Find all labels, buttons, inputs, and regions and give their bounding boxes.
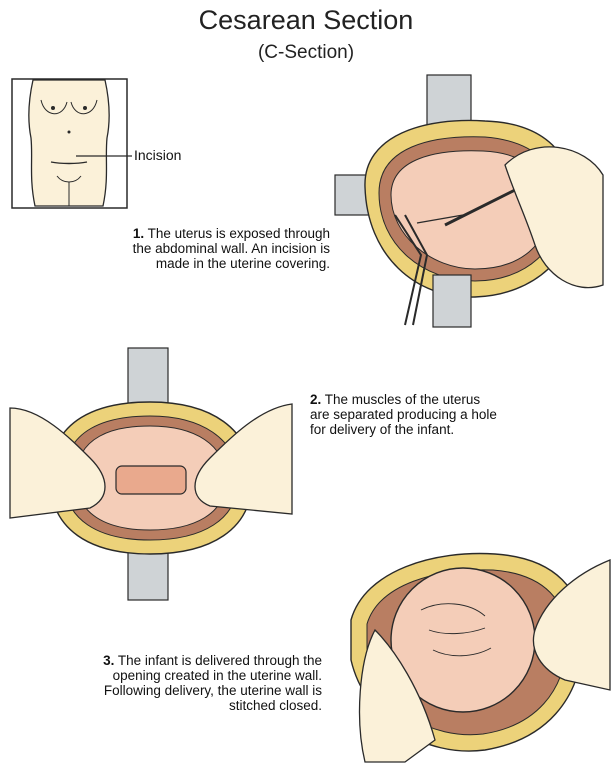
- incision-pointer-line: [76, 150, 136, 160]
- step-1-number: 1.: [133, 226, 144, 241]
- page-title: Cesarean Section: [0, 4, 612, 36]
- step3-illustration: [345, 540, 610, 762]
- step1-illustration: [335, 75, 607, 327]
- step-3-text: 3. The infant is delivered through the o…: [100, 653, 322, 713]
- page-subtitle: (C-Section): [0, 42, 612, 64]
- incision-label: Incision: [134, 147, 181, 163]
- step-1-description: The uterus is exposed through the abdomi…: [133, 226, 330, 271]
- step-2-number: 2.: [310, 392, 321, 407]
- step-3-description: The infant is delivered through the open…: [104, 653, 322, 713]
- female-torso-icon: [11, 78, 131, 210]
- step-2-description: The muscles of the uterus are separated …: [310, 392, 497, 437]
- step2-illustration: [10, 348, 292, 600]
- step-2-text: 2. The muscles of the uterus are separat…: [310, 392, 500, 437]
- step-1-text: 1. The uterus is exposed through the abd…: [112, 226, 330, 271]
- step-3-number: 3.: [103, 653, 114, 668]
